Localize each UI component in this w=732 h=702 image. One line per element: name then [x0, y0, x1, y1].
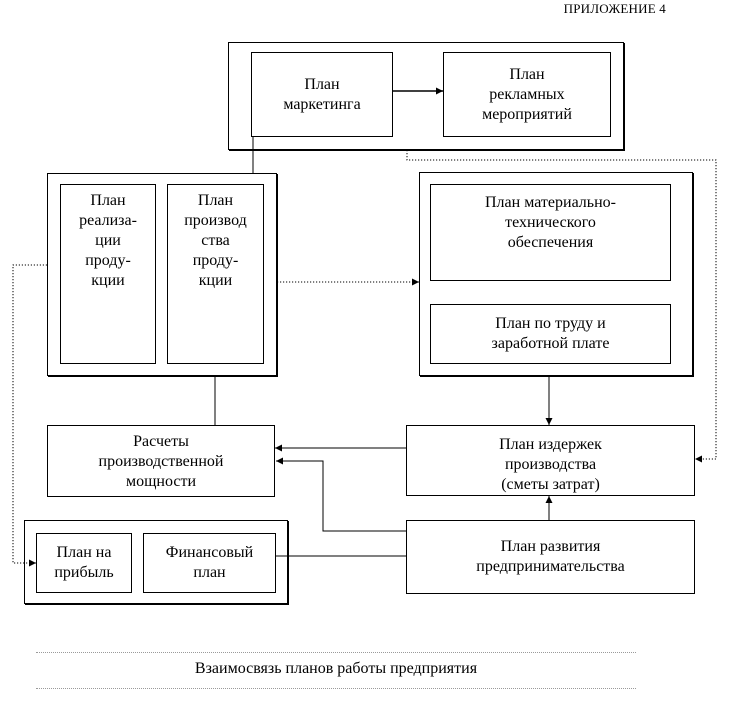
diagram-caption: Взаимосвязь планов работы предприятия [194, 660, 478, 677]
arrow-production-to-profit [12, 264, 47, 567]
arrow-marketing-to-costs [406, 150, 717, 463]
entrepreneurship-plan-block: План развития предпринимательства [406, 520, 695, 594]
arrow-entrepreneurship-to-capacity [276, 457, 406, 532]
caption-top-rule [36, 652, 636, 653]
advertising-plan-block: План рекламных мероприятий [443, 52, 611, 137]
production-group-frame [47, 173, 277, 376]
appendix-label: ПРИЛОЖЕНИЕ 4 [563, 1, 666, 16]
financial-plan-block: Финансовый план [143, 533, 276, 593]
sales-plan-block: План реализа- ции проду- кции [60, 184, 156, 364]
caption-bottom-rule [36, 688, 636, 689]
labor-wages-plan-block: План по труду и заработной плате [430, 304, 671, 364]
resources-group-frame [419, 172, 693, 376]
finance-group-frame [24, 520, 288, 604]
profit-plan-block: План на прибыль [36, 533, 132, 593]
marketing-plan-block: План маркетинга [251, 52, 393, 137]
material-supply-plan-block: План материально- технического обеспечен… [430, 184, 671, 281]
production-plan-block: План производ ства проду- кции [167, 184, 264, 364]
production-costs-plan-block: План издержек производства (сметы затрат… [406, 425, 695, 496]
marketing-group-frame [228, 42, 624, 150]
capacity-calculation-block: Расчеты производственной мощности [47, 425, 275, 497]
